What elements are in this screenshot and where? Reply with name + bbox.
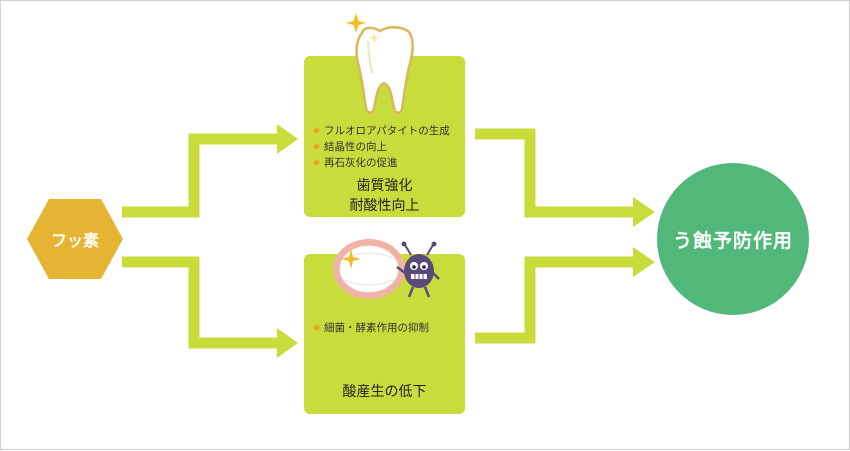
arrowhead-upper	[277, 124, 298, 154]
caries-prevention-circle: う蝕予防作用	[657, 163, 809, 315]
upper-bullet-item: 結晶性の向上	[313, 139, 450, 155]
upper-bullet-item: 再石灰化の促進	[313, 155, 450, 171]
hexagon-shape	[27, 199, 123, 279]
arrow-lower-to-result	[475, 256, 635, 344]
tooth-strengthening-box: フルオロアパタイトの生成 結晶性の向上 再石灰化の促進 歯質強化 耐酸性向上	[304, 56, 465, 217]
sparkle-icon	[341, 249, 361, 269]
bullet-diamond-icon	[313, 143, 320, 150]
arrow-source-to-upper	[122, 133, 279, 218]
fluoride-label: フッ素	[50, 231, 99, 250]
sparkle-icon	[346, 13, 366, 33]
arrowhead-lower	[277, 328, 298, 358]
lower-bullet-item: 細菌・酵素作用の抑制	[313, 320, 429, 336]
upper-bullet-list: フルオロアパタイトの生成 結晶性の向上 再石灰化の促進	[313, 123, 450, 171]
bullet-diamond-icon	[313, 324, 320, 331]
result-label: う蝕予防作用	[672, 229, 793, 252]
lower-bullet-list: 細菌・酵素作用の抑制	[313, 320, 429, 336]
mouth-bacteria-icon	[333, 239, 440, 299]
arrow-upper-to-result	[475, 128, 635, 218]
bullet-diamond-icon	[313, 127, 320, 134]
bacteria-icon	[396, 241, 440, 298]
upper-bullet-item: フルオロアパタイトの生成	[313, 123, 450, 139]
fluoride-hexagon: フッ素	[27, 199, 123, 279]
bullet-diamond-icon	[313, 159, 320, 166]
arrowhead-result-top	[633, 197, 655, 227]
tooth-icon	[346, 13, 414, 114]
upper-box-title: 歯質強化 耐酸性向上	[349, 178, 420, 214]
lower-box-title: 酸産生の低下	[342, 384, 427, 400]
arrow-source-to-lower	[122, 256, 279, 349]
arrowhead-result-bottom	[633, 247, 655, 277]
